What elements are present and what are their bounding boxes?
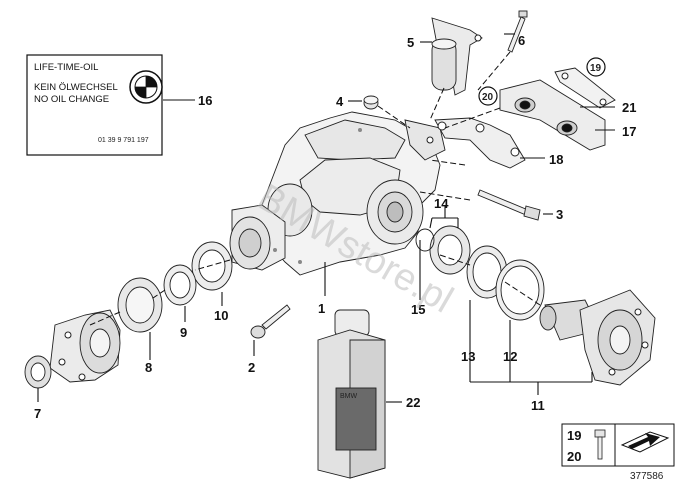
- ring-12: [495, 259, 545, 321]
- callout-3: 3: [556, 207, 563, 222]
- legend-20: 20: [567, 449, 581, 464]
- bottle-label-text: BMW: [340, 393, 358, 400]
- ring-9: [163, 264, 197, 306]
- callout-5: 5: [407, 35, 414, 50]
- callout-2: 2: [248, 360, 255, 375]
- seal-14: [429, 225, 471, 275]
- mount-plate-17: [499, 79, 606, 151]
- seal-7: [24, 355, 52, 389]
- callout-9: 9: [180, 325, 187, 340]
- callout-10: 10: [214, 308, 228, 323]
- flange-8: [117, 277, 163, 333]
- callout-20: 20: [482, 92, 494, 103]
- label-part-number: 01 39 9 791 197: [98, 137, 149, 144]
- callout-1: 1: [318, 301, 325, 316]
- bolt-3: [477, 189, 541, 221]
- callout-18: 18: [549, 152, 563, 167]
- callout-14: 14: [434, 196, 449, 211]
- seal-10: [191, 241, 233, 291]
- callout-17: 17: [622, 124, 636, 139]
- callout-6: 6: [518, 33, 525, 48]
- nut-4: [363, 95, 379, 110]
- o-ring-15: [415, 228, 435, 252]
- callout-12: 12: [503, 349, 517, 364]
- legend-19: 19: [567, 428, 581, 443]
- callout-8: 8: [145, 360, 152, 375]
- callout-11: 11: [531, 398, 545, 413]
- rubber-mount-bracket: [431, 17, 483, 96]
- mount-plate-21: [554, 67, 616, 109]
- leader-lines: [37, 33, 615, 403]
- callout-13: 13: [461, 349, 475, 364]
- output-shaft-11: [539, 289, 656, 386]
- bolt-icon: [594, 429, 606, 460]
- callout-22: 22: [406, 395, 420, 410]
- callout-4: 4: [336, 94, 344, 109]
- bolt-6: [507, 10, 528, 53]
- arrow-icon: [620, 431, 670, 453]
- bracket-18: [434, 117, 526, 169]
- callout-7: 7: [34, 406, 41, 421]
- output-flange: [49, 309, 121, 383]
- assembly-lines: [89, 51, 541, 326]
- callout-19: 19: [590, 63, 602, 74]
- label-line-2: KEIN ÖLWECHSEL: [34, 82, 118, 93]
- bolt-2: [250, 304, 291, 339]
- differential-housing: [229, 111, 446, 276]
- diagram-number: 377586: [630, 471, 664, 482]
- legend-box: 19 20: [561, 423, 675, 467]
- oil-bottle: BMW: [317, 309, 386, 479]
- label-line-1: LIFE-TIME-OIL: [34, 62, 98, 73]
- oil-label-card: LIFE-TIME-OIL KEIN ÖLWECHSEL NO OIL CHAN…: [26, 54, 163, 156]
- label-line-3: NO OIL CHANGE: [34, 94, 109, 105]
- bmw-logo-icon: [129, 70, 163, 104]
- callout-15: 15: [411, 302, 425, 317]
- callout-16: 16: [198, 93, 212, 108]
- callouts: 1 2 3 4 5 6 7 8 9 10 11 12 13 14 15 16 1…: [34, 33, 636, 421]
- callout-21: 21: [622, 100, 636, 115]
